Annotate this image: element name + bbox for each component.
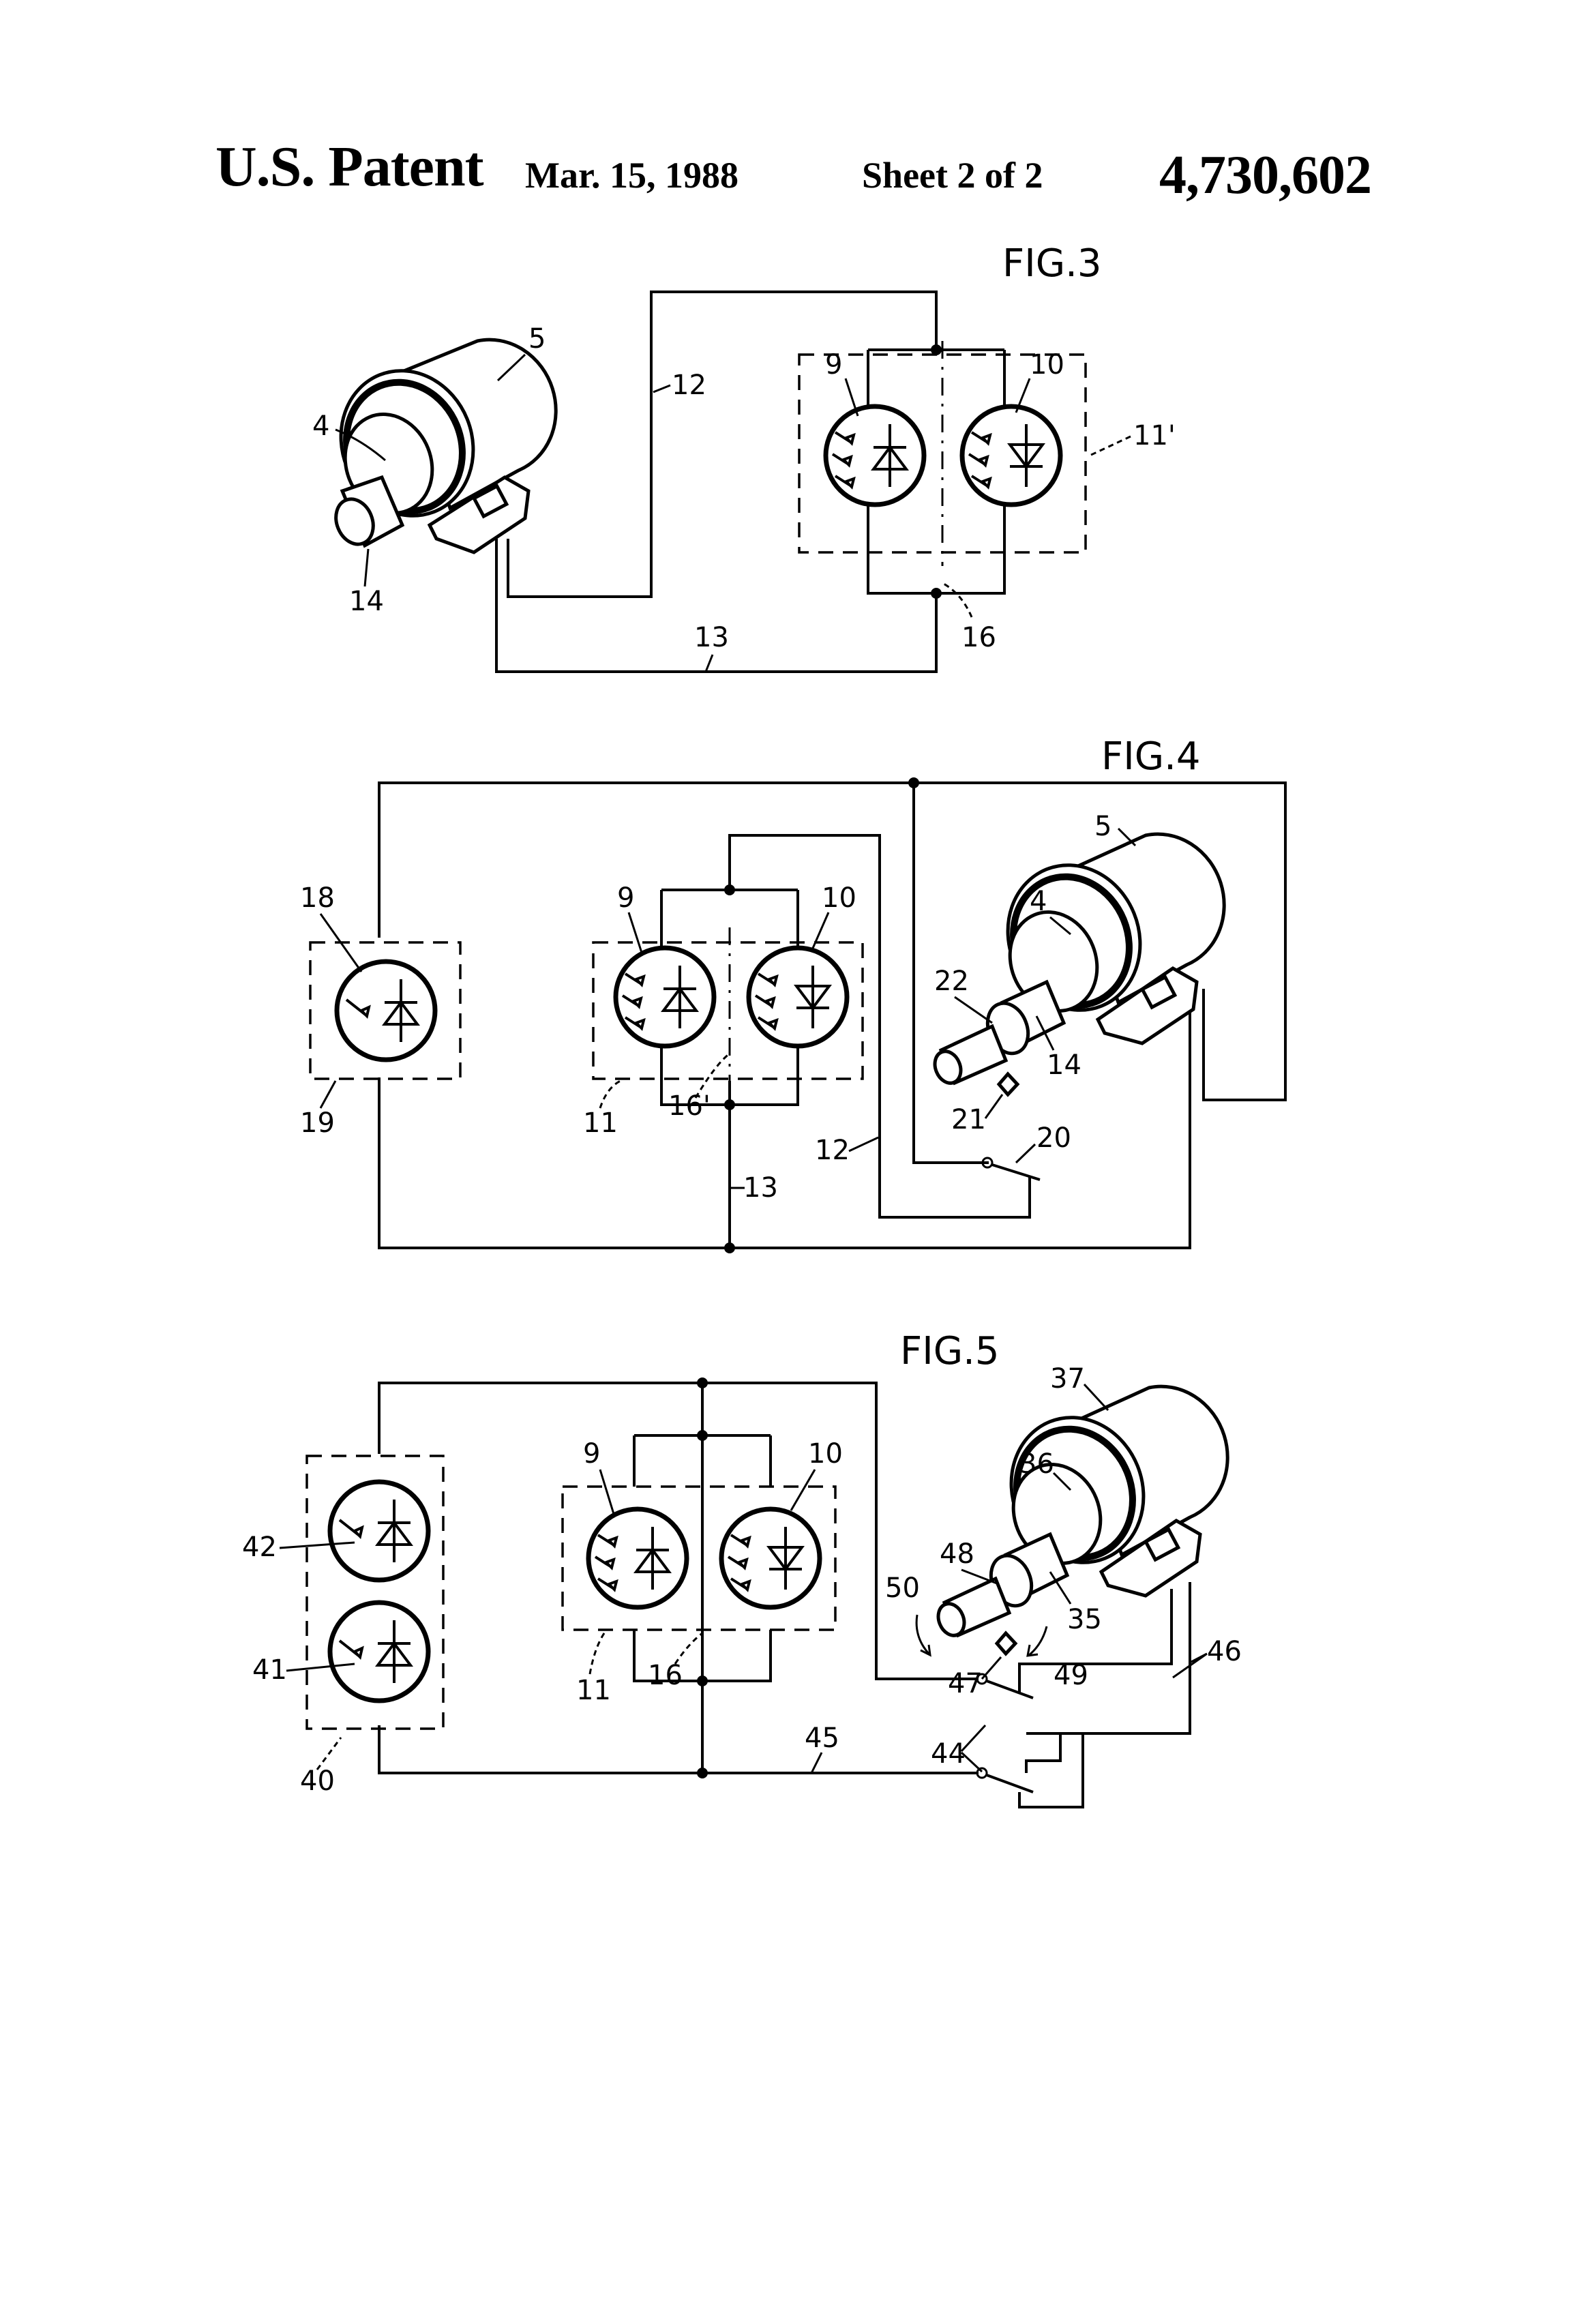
- fig4-ref-4: 4: [1030, 886, 1047, 917]
- figure-4: FIG.4: [300, 734, 1285, 1253]
- fig4-ref-14: 14: [1047, 1049, 1081, 1081]
- fig5-ref-48: 48: [940, 1538, 974, 1570]
- fig4-ref-13: 13: [743, 1172, 778, 1204]
- fig5-cell-9: [588, 1509, 687, 1607]
- fig5-ref-42: 42: [242, 1532, 277, 1563]
- fig5-ref-50: 50: [885, 1573, 920, 1604]
- fig4-ref-18: 18: [300, 882, 335, 914]
- fig4-ref-9: 9: [617, 882, 634, 914]
- fig5-arrow-50: [916, 1615, 930, 1655]
- fig3-motor: [319, 340, 556, 552]
- fig5-ref-46: 46: [1207, 1636, 1242, 1667]
- fig3-ref-16: 16: [961, 622, 996, 653]
- fig4-cell-18: [337, 962, 435, 1060]
- fig3-ref-12: 12: [672, 370, 706, 401]
- fig4-node-mid: [724, 1099, 735, 1110]
- fig4-ref-21: 21: [951, 1104, 986, 1135]
- fig5-cell-42: [330, 1482, 428, 1580]
- fig3-ref-4: 4: [312, 411, 329, 442]
- fig5-cell-10: [721, 1509, 820, 1607]
- fig5-arrow-49: [1028, 1626, 1047, 1656]
- fig4-ref-16prime: 16': [668, 1090, 711, 1122]
- fig3-ref-11prime: 11': [1133, 420, 1176, 451]
- fig3-node-bottom: [931, 588, 942, 599]
- fig3-ref-10: 10: [1030, 349, 1064, 381]
- fig5-ref-10: 10: [808, 1438, 843, 1470]
- fig4-ref-10: 10: [822, 882, 856, 914]
- fig3-cell-9: [826, 406, 924, 505]
- fig5-ref-16: 16: [648, 1660, 683, 1691]
- fig4-switch-20: [983, 1158, 1040, 1197]
- fig3-ref-14: 14: [349, 586, 384, 617]
- fig5-ref-49: 49: [1054, 1660, 1088, 1691]
- fig4-ref-5: 5: [1094, 811, 1111, 842]
- fig4-cell-10: [749, 948, 847, 1046]
- fig4-node-bottom: [724, 1242, 735, 1253]
- fig5-ref-36: 36: [1019, 1448, 1054, 1480]
- fig5-ref-11: 11: [576, 1675, 611, 1706]
- figure-5: FIG.5: [242, 1329, 1242, 1807]
- fig5-cell-41: [330, 1603, 428, 1701]
- fig4-ref-22: 22: [934, 966, 969, 997]
- fig3-ref-9: 9: [825, 349, 842, 381]
- fig5-node-b: [697, 1430, 708, 1441]
- fig4-ref-12: 12: [815, 1135, 850, 1166]
- fig5-ref-47: 47: [948, 1668, 983, 1699]
- fig4-label: FIG.4: [1101, 734, 1201, 779]
- fig5-ref-35: 35: [1067, 1604, 1102, 1635]
- fig5-ref-41: 41: [252, 1654, 287, 1686]
- fig4-ref-11: 11: [583, 1107, 618, 1139]
- fig5-wire-45: [379, 1725, 979, 1773]
- fig3-ref-13: 13: [694, 622, 729, 653]
- fig5-node-d: [697, 1768, 708, 1778]
- fig5-ref-45: 45: [805, 1723, 839, 1754]
- fig5-ref-9: 9: [583, 1438, 600, 1470]
- fig5-label: FIG.5: [900, 1329, 1000, 1373]
- fig4-node-top: [724, 884, 735, 895]
- figure-3: FIG.3: [312, 241, 1176, 672]
- fig5-ref-44: 44: [931, 1738, 966, 1770]
- fig4-node-upper: [908, 777, 919, 788]
- fig4-ref-20: 20: [1036, 1122, 1071, 1154]
- fig5-node-c: [697, 1675, 708, 1686]
- fig5-ref-37: 37: [1050, 1363, 1085, 1395]
- fig4-cell-9: [616, 948, 714, 1046]
- fig5-ref-40: 40: [300, 1766, 335, 1797]
- fig3-label: FIG.3: [1002, 241, 1102, 286]
- fig4-ref-19: 19: [300, 1107, 335, 1139]
- fig3-cell-10: [962, 406, 1060, 505]
- fig5-node-a: [697, 1377, 708, 1388]
- fig3-ref-5: 5: [528, 323, 546, 355]
